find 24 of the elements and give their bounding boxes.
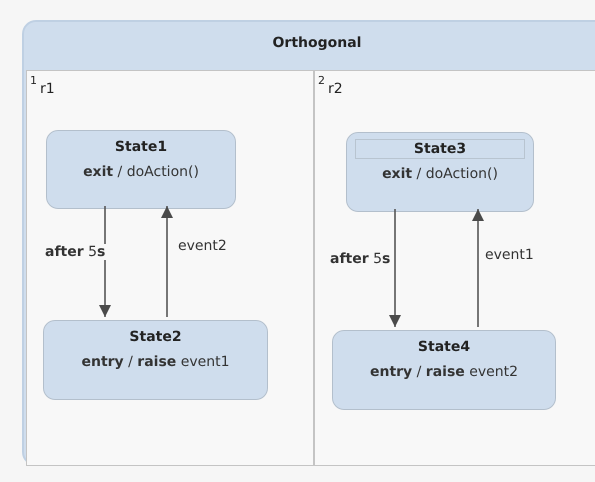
state-name: State2 [128, 329, 183, 345]
state-box [332, 330, 556, 410]
state-box [46, 130, 236, 209]
transition-arrow [389, 209, 401, 327]
state-name: State1 [114, 139, 168, 155]
state-name: Orthogonal [272, 35, 362, 51]
state-action: entry / raise event1 [80, 354, 231, 370]
state-box [346, 132, 534, 212]
region-number: 2 [318, 74, 325, 87]
region-name: r1 [40, 81, 55, 97]
region-number: 1 [30, 74, 37, 87]
name-compartment: State3 [355, 139, 525, 159]
transition-arrow [161, 206, 173, 317]
state-name: State4 [416, 339, 472, 355]
region-panel [314, 70, 595, 466]
region-panel [26, 70, 314, 466]
composite-state-box [22, 20, 595, 466]
edge-label: after 5s [43, 244, 108, 260]
region-name: r2 [328, 81, 343, 97]
state-action: exit / doAction() [82, 164, 200, 180]
state-box [43, 320, 268, 400]
transition-arrow [472, 209, 484, 327]
state-action: exit / doAction() [381, 166, 499, 182]
state-action: entry / raise event2 [368, 364, 520, 380]
